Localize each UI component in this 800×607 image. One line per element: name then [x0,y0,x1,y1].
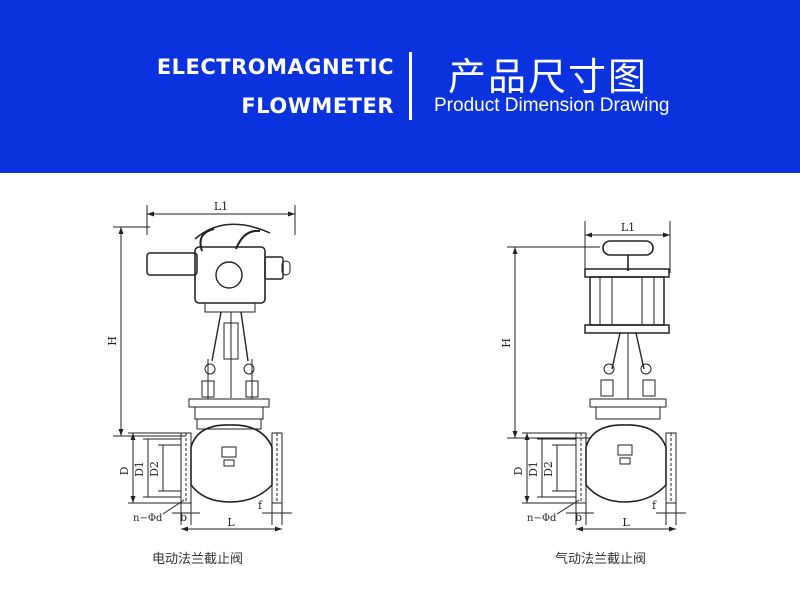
label-n-phi-d-2: n−Φd [527,513,557,524]
label-f-2: f [652,499,657,512]
label-l: L [227,516,235,529]
caption-pneumatic-valve: 气动法兰截止阀 [555,552,647,567]
title-subtitle: Product Dimension Drawing [434,95,670,116]
label-d1: D1 [133,461,146,477]
label-h-2: H [500,338,513,348]
header-banner: ELECTROMAGNETIC FLOWMETER 产品尺寸图 Product … [0,0,800,173]
label-b-2: b [575,511,582,524]
drawing-electric-valve: L1 H [106,200,296,532]
label-f: f [258,499,263,512]
label-d: D [118,466,131,475]
title-cn: 产品尺寸图 [448,55,649,99]
title-en-line1: ELECTROMAGNETIC [156,55,394,79]
label-d2-2: D2 [542,461,555,477]
label-n-phi-d: n−Φd [133,513,163,524]
label-d-2: D [512,466,525,475]
caption-electric-valve: 电动法兰截止阀 [152,552,244,567]
label-h: H [106,336,119,346]
label-l1: L1 [214,200,228,213]
title-en-line2: FLOWMETER [241,94,394,118]
label-l-2: L [622,516,630,529]
title-divider [409,52,412,120]
dimension-drawings: L1 H [106,200,686,532]
label-d1-2: D1 [527,461,540,477]
label-l1-2: L1 [621,221,635,234]
label-b: b [180,511,187,524]
drawing-pneumatic-valve: L1 H [500,221,686,532]
label-d2: D2 [148,461,161,477]
